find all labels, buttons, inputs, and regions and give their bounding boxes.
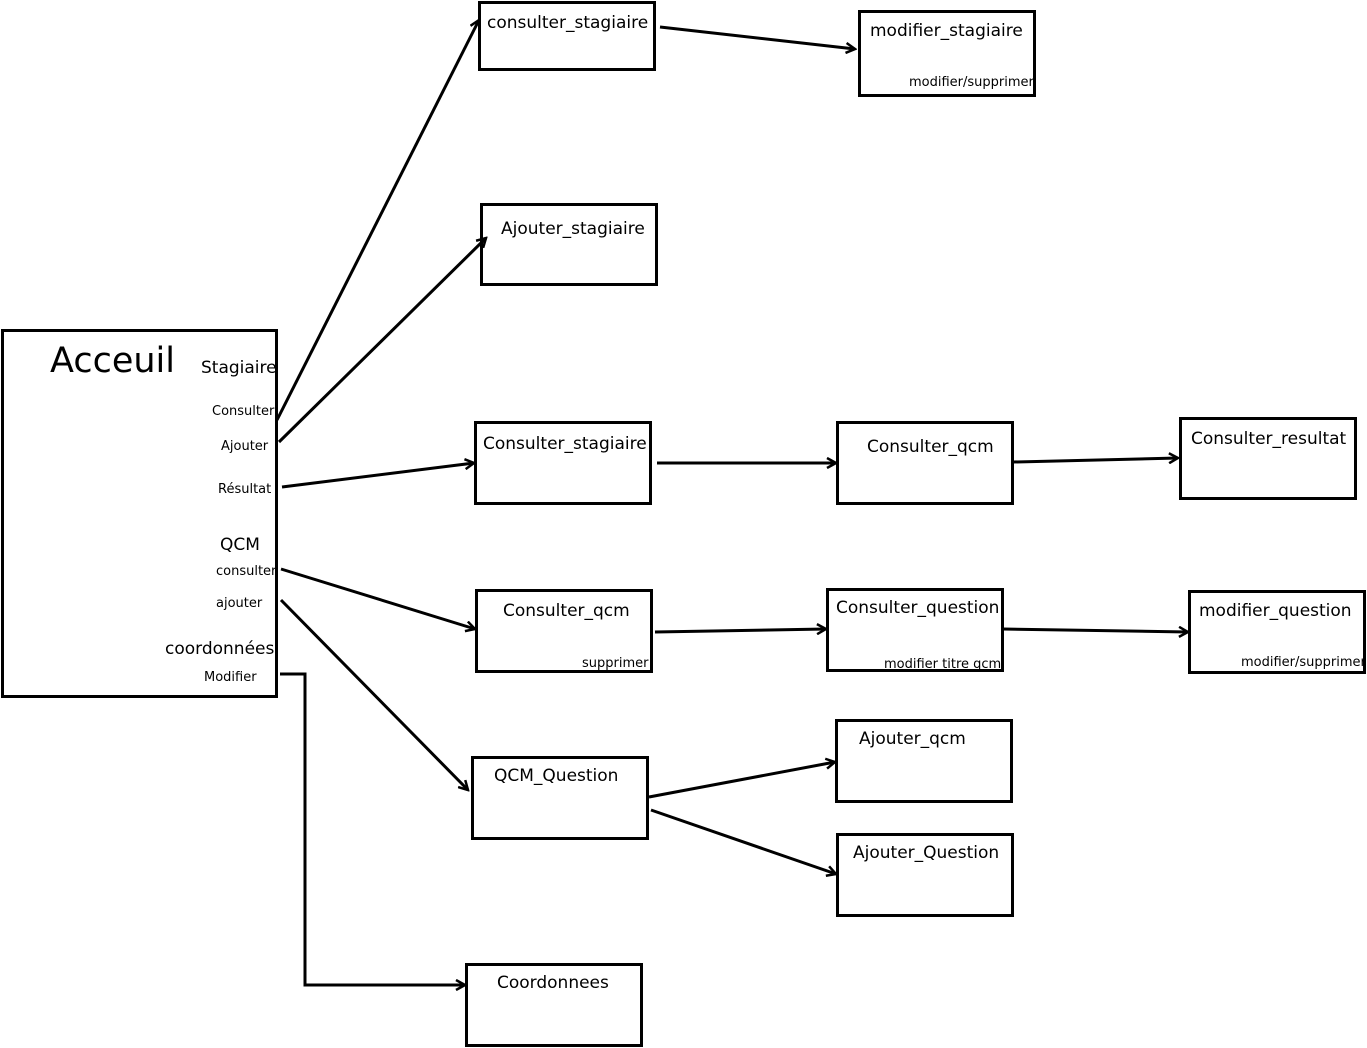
edge-resultat-qcm-to-resultat: [1013, 458, 1178, 462]
edge-consulter-to-modifier-stagiaire: [659, 25, 855, 49]
edge-qcm-consulter: [280, 567, 475, 629]
coordonnees-modifier-label: Modifier: [204, 670, 257, 685]
edge-qcm-to-question: [654, 629, 826, 632]
edge-qcm-question-to-ajouter-qcm: [648, 762, 835, 799]
edge-qcm-question-to-ajouter-question: [650, 808, 836, 874]
stagiaire-heading: Stagiaire: [201, 358, 277, 378]
ajouter-qcm-node: Ajouter_qcm: [835, 719, 1013, 803]
edge-stagiaire-resultat: [281, 463, 474, 489]
qcm-ajouter-label: ajouter: [216, 596, 263, 611]
stagiaire-ajouter-label: Ajouter: [221, 439, 269, 454]
accueil-title: Acceuil: [50, 341, 175, 381]
stagiaire-consulter-label: Consulter: [212, 404, 275, 419]
node-title: modifier_question: [1199, 601, 1352, 621]
node-title: QCM_Question: [494, 766, 619, 786]
ajouter-stagiaire-node: Ajouter_stagiaire: [480, 203, 658, 286]
node-title: Consulter_qcm: [503, 601, 630, 621]
node-subtitle: modifier/supprimer: [909, 75, 1034, 90]
edge-qcm-ajouter: [279, 598, 468, 790]
resultat-consulter-qcm-node: Consulter_qcm: [836, 421, 1014, 505]
consulter-qcm-node: Consulter_qcm supprimer: [475, 589, 653, 673]
node-title: modifier_stagiaire: [870, 21, 1023, 41]
modifier-question-node: modifier_question modifier/supprimer: [1188, 590, 1366, 674]
node-title: Consulter_question: [836, 598, 1000, 618]
node-title: Ajouter_stagiaire: [501, 219, 645, 239]
qcm-heading: QCM: [220, 535, 260, 555]
edge-stagiaire-consulter: [275, 20, 479, 421]
resultat-consulter-stagiaire-node: Consulter_stagiaire: [474, 421, 652, 505]
qcm-question-node: QCM_Question: [471, 756, 649, 840]
consulter-question-node: Consulter_question modifier titre qcm: [826, 588, 1004, 672]
node-title: consulter_stagiaire: [487, 13, 649, 33]
node-subtitle: modifier/supprimer: [1241, 655, 1366, 670]
node-title: Consulter_qcm: [867, 437, 994, 457]
qcm-consulter-label: consulter: [216, 564, 277, 579]
node-subtitle: modifier titre qcm: [884, 657, 1002, 672]
edge-question-to-modifier: [1002, 629, 1188, 632]
coordonnees-heading: coordonnées: [165, 639, 275, 659]
node-title: Ajouter_Question: [853, 843, 1000, 863]
ajouter-question-node: Ajouter_Question: [836, 833, 1014, 917]
coordonnees-node: Coordonnees: [465, 963, 643, 1047]
modifier-stagiaire-node: modifier_stagiaire modifier/supprimer: [858, 10, 1036, 97]
node-title: Consulter_stagiaire: [483, 434, 647, 454]
node-title: Ajouter_qcm: [859, 729, 966, 749]
accueil-node: Acceuil Stagiaire Consulter Ajouter Résu…: [1, 329, 278, 698]
stagiaire-resultat-label: Résultat: [218, 482, 272, 497]
consulter-resultat-node: Consulter_resultat: [1179, 417, 1357, 500]
edge-stagiaire-ajouter: [277, 238, 486, 444]
consulter-stagiaire-node: consulter_stagiaire: [478, 1, 656, 71]
node-title: Consulter_resultat: [1191, 429, 1347, 449]
node-subtitle: supprimer: [582, 656, 649, 671]
edge-coordonnees-modifier: [280, 672, 465, 985]
node-title: Coordonnees: [497, 973, 609, 993]
